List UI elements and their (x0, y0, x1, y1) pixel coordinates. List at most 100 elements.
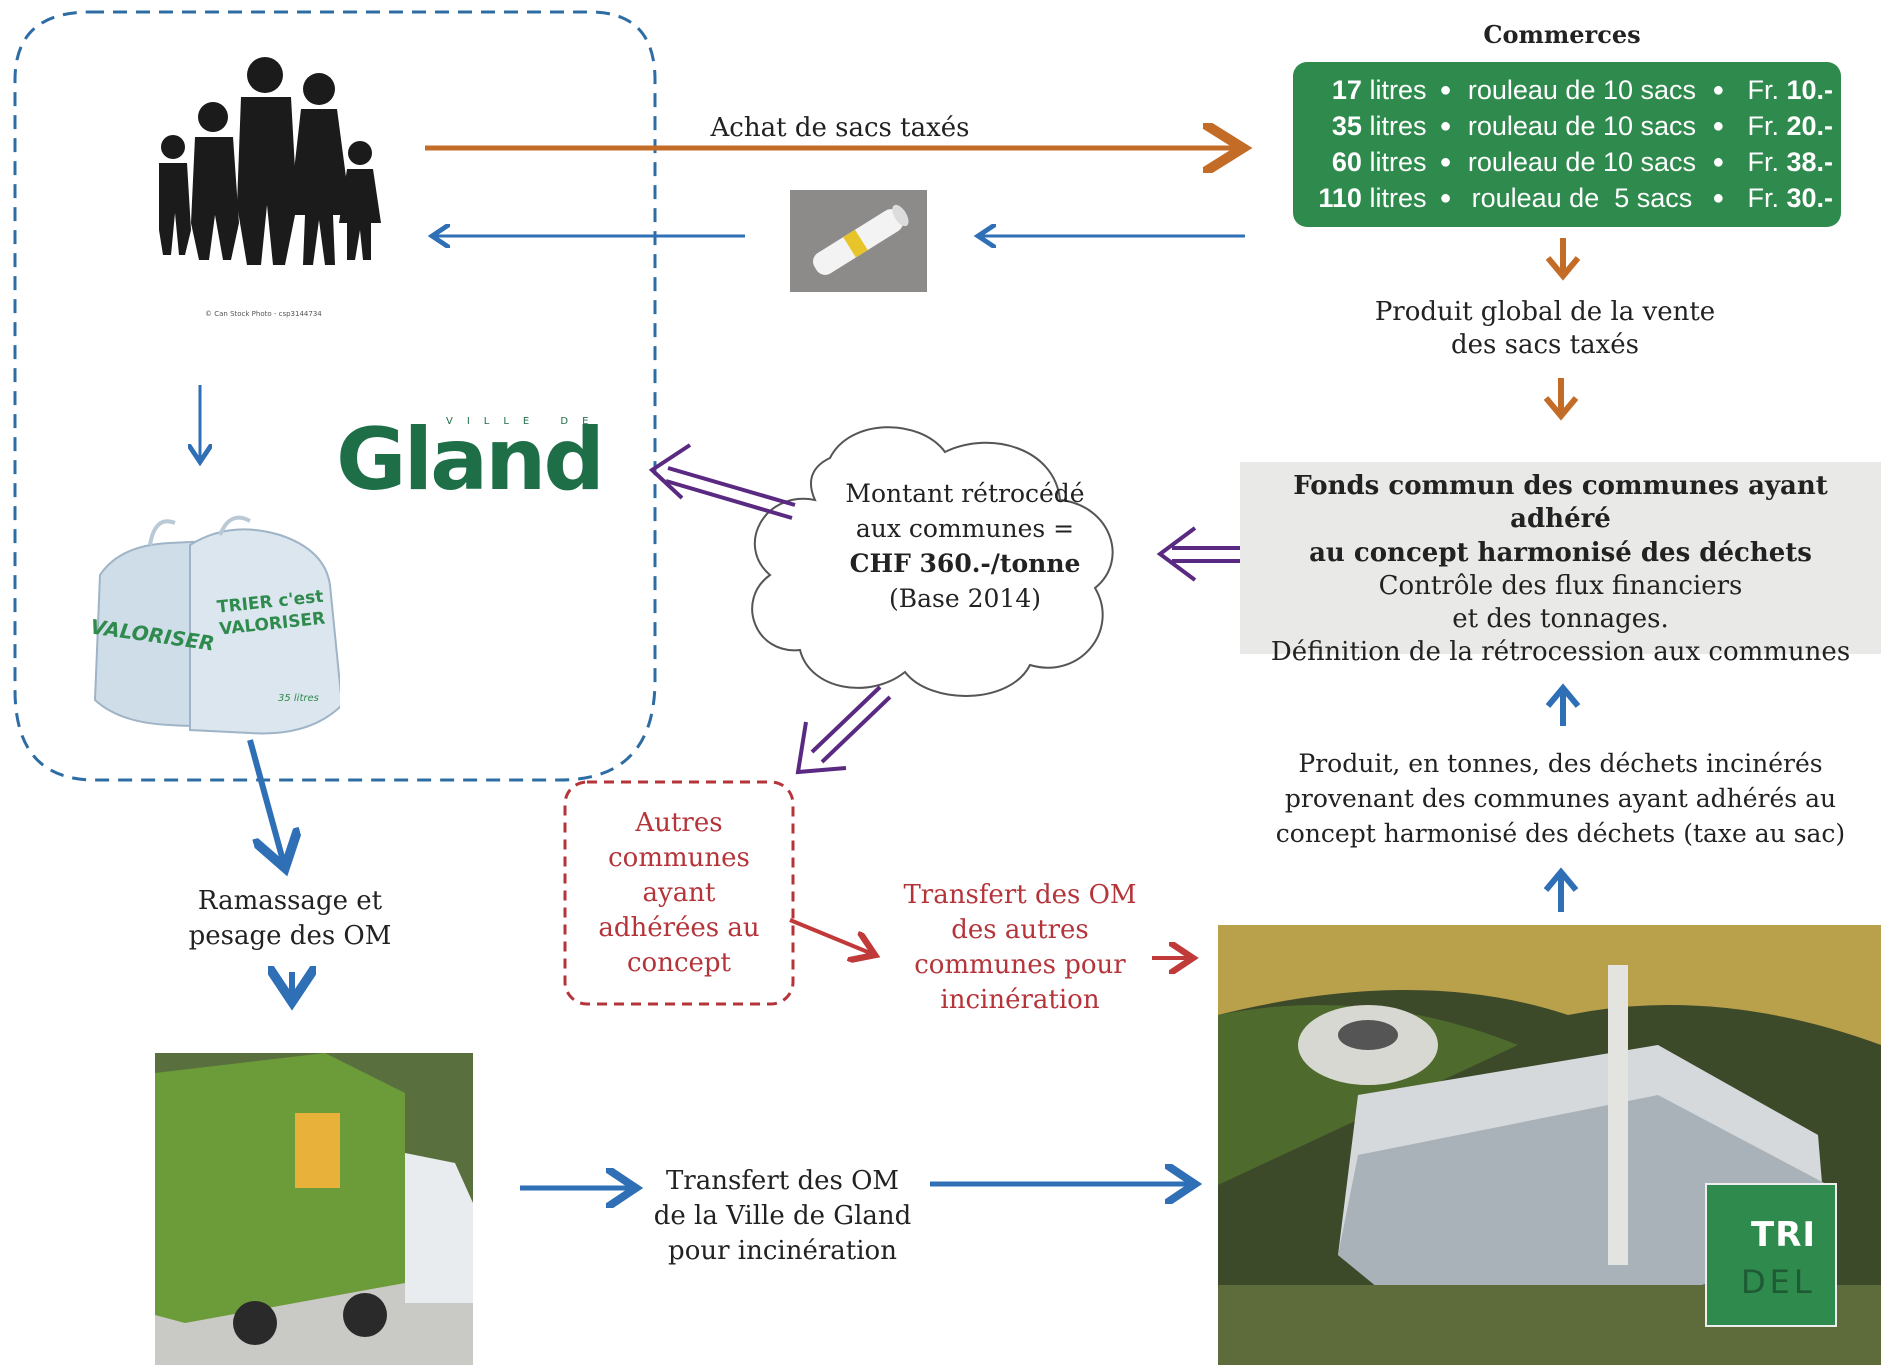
arrow-cloud-to-gland (648, 443, 796, 520)
rate-currency: Fr. (1747, 74, 1779, 105)
rate-separator: ● (1439, 78, 1452, 101)
transfert-autres-line-3: communes pour (914, 950, 1126, 980)
autres-line-3: ayant (642, 878, 716, 908)
rate-currency: Fr. (1747, 182, 1779, 213)
ramassage-line-2: pesage des OM (188, 921, 392, 951)
montant-line-3: CHF 360.-/tonne (849, 549, 1081, 578)
achat-label: Achat de sacs taxés (710, 113, 970, 143)
fonds-line-5: Définition de la rétrocession aux commun… (1270, 637, 1851, 668)
tonnes-line-1: Produit, en tonnes, des déchets incinéré… (1298, 749, 1823, 778)
fonds-line-4: et des tonnages. (1452, 604, 1669, 635)
tonnes-line-3: concept harmonisé des déchets (taxe au s… (1275, 819, 1846, 848)
rate-unit: litres (1369, 110, 1427, 141)
tridel-logo: TRI DEL (1705, 1183, 1837, 1327)
rate-price: 20.- (1786, 110, 1833, 141)
rate-price: 10.- (1786, 74, 1833, 105)
rate-unit: litres (1369, 146, 1427, 177)
garbage-truck-photo (155, 1053, 473, 1365)
transfert-autres-line-4: incinération (940, 985, 1100, 1015)
rate-separator: ● (1712, 78, 1725, 101)
rate-qty-cell: 17 litres (1301, 72, 1427, 108)
produit-global-line-1: Produit global de la vente (1374, 297, 1716, 327)
montant-retrocede-label: Montant rétrocédé aux communes = CHF 360… (805, 476, 1125, 616)
transfert-gland-label: Transfert des OM de la Ville de Gland po… (625, 1164, 940, 1269)
commerces-rates: 17 litres●rouleau de 10 sacs●Fr. 10.-35 … (1293, 62, 1841, 227)
rate-price-cell: Fr. 30.- (1737, 180, 1833, 216)
arrow-cloud-to-autres (795, 685, 892, 775)
rate-unit: litres (1369, 182, 1427, 213)
produit-global-line-2: des sacs taxés (1451, 330, 1639, 361)
gland-logo-name: Gland (336, 410, 605, 510)
autres-line-5: concept (627, 948, 731, 978)
fonds-commun-box (1240, 462, 1881, 654)
autres-communes-box (563, 780, 795, 1006)
ramassage-label: Ramassage et pesage des OM (140, 884, 440, 954)
rate-separator: ● (1439, 150, 1452, 173)
rate-separator: ● (1439, 186, 1452, 209)
rate-currency: Fr. (1747, 110, 1779, 141)
rate-desc: rouleau de 10 sacs (1467, 146, 1697, 177)
rate-row: 60 litres ● rouleau de 10 sacs ● Fr. 38.- (1301, 144, 1833, 180)
transfert-autres-label: Transfert des OM des autres communes pou… (870, 878, 1170, 1018)
transfert-gland-line-3: pour incinération (668, 1236, 897, 1266)
rate-row: 35 litres ● rouleau de 10 sacs ● Fr. 20.- (1301, 108, 1833, 144)
rate-unit: litres (1369, 74, 1427, 105)
fonds-commun-label: Fonds commun des communes ayant adhéré a… (1240, 470, 1881, 670)
rate-price: 30.- (1786, 182, 1833, 213)
rate-separator: ● (1712, 114, 1725, 137)
autres-communes-label: Autres communes ayant adhérées au concep… (565, 806, 793, 981)
photo-credit: © Can Stock Photo - csp3144734 (205, 310, 322, 318)
rate-desc: rouleau de 10 sacs (1467, 74, 1697, 105)
rate-row: 17 litres ● rouleau de 10 sacs ● Fr. 10.- (1301, 72, 1833, 108)
tridel-logo-tri: TRI (1751, 1215, 1817, 1255)
arrow-autres-to-transfert (789, 918, 875, 955)
rate-qty-cell: 35 litres (1301, 108, 1427, 144)
fonds-line-3: Contrôle des flux financiers (1378, 570, 1743, 601)
rate-qty: 35 (1331, 110, 1362, 141)
rate-price-cell: Fr. 10.- (1737, 72, 1833, 108)
rate-desc: rouleau de 10 sacs (1467, 110, 1697, 141)
tridel-logo-del: DEL (1741, 1263, 1816, 1301)
autres-line-4: adhérées au (598, 913, 760, 943)
rate-currency: Fr. (1747, 146, 1779, 177)
fonds-line-1: Fonds commun des communes ayant adhéré (1293, 471, 1828, 535)
montant-line-1: Montant rétrocédé (845, 479, 1085, 508)
rate-qty-cell: 110 litres (1301, 180, 1426, 216)
rate-qty: 110 (1318, 182, 1362, 213)
commerces-title: Commerces (1483, 20, 1641, 49)
household-boundary (13, 10, 657, 782)
autres-line-2: communes (608, 843, 750, 873)
bag-size: 35 litres (278, 693, 319, 704)
rate-separator: ● (1439, 114, 1452, 137)
transfert-gland-line-1: Transfert des OM (665, 1166, 900, 1196)
arrow-tonnes-up (1545, 683, 1581, 726)
tridel-plant-photo: TRI DEL (1218, 925, 1881, 1365)
ramassage-line-1: Ramassage et (197, 886, 383, 916)
rate-separator: ● (1712, 150, 1725, 173)
rate-separator: ● (1712, 186, 1725, 209)
gland-logo: VILLE DE Gland (336, 410, 616, 510)
fonds-line-2: au concept harmonisé des déchets (1309, 537, 1812, 568)
cloud-shape (751, 426, 1114, 697)
rate-desc: rouleau de 5 sacs (1471, 182, 1693, 213)
rate-qty: 17 (1331, 74, 1362, 105)
rate-price-cell: Fr. 20.- (1737, 108, 1833, 144)
montant-line-2: aux communes = (855, 514, 1075, 543)
montant-line-4: (Base 2014) (889, 584, 1041, 613)
bag-roll-photo (790, 190, 927, 292)
transfert-gland-line-2: de la Ville de Gland (653, 1201, 912, 1231)
rate-row: 110 litres ● rouleau de 5 sacs ● Fr. 30.- (1301, 180, 1833, 216)
arrow-tridel-up (1543, 867, 1579, 912)
transfert-autres-line-2: des autres (951, 915, 1089, 945)
family-illustration: © Can Stock Photo - csp3144734 (145, 55, 405, 325)
tonnes-line-2: provenant des communes ayant adhérés au (1284, 784, 1837, 813)
arrow-produit-down (1543, 378, 1579, 421)
arrow-fonds-to-cloud (1156, 526, 1245, 582)
arrow-bags-to-ramassage (247, 739, 285, 868)
produit-global-label: Produit global de la vente des sacs taxé… (1330, 296, 1760, 363)
rate-qty-cell: 60 litres (1301, 144, 1427, 180)
rates-table: 17 litres●rouleau de 10 sacs●Fr. 10.-35 … (1301, 72, 1833, 216)
rate-price-cell: Fr. 38.- (1737, 144, 1833, 180)
rate-price: 38.- (1786, 146, 1833, 177)
